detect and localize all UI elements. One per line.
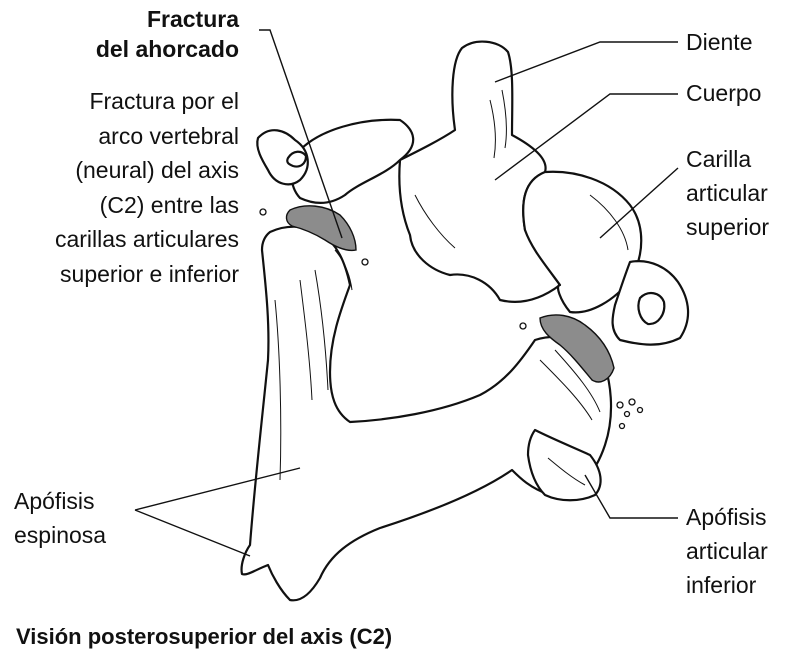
fragment-dot xyxy=(520,323,526,329)
label-inferior-process-line: inferior xyxy=(686,568,768,602)
fragment-dot xyxy=(629,399,635,405)
fracture-description-line: arco vertebral xyxy=(55,119,239,154)
fracture-description-line: Fractura por el xyxy=(55,84,239,119)
fracture-title-line: Fractura xyxy=(96,4,239,34)
label-inferior-process-line: articular xyxy=(686,534,768,568)
label-inferior-process-line: Apófisis xyxy=(686,500,768,534)
fracture-description-line: superior e inferior xyxy=(55,257,239,292)
fracture-description-line: carillas articulares xyxy=(55,222,239,257)
fragment-dot xyxy=(620,424,625,429)
left-articular-region xyxy=(292,120,413,203)
label-superior-facet-line: superior xyxy=(686,210,769,244)
label-spinous-line: Apófisis xyxy=(14,484,106,518)
right-foramen xyxy=(638,293,664,324)
fracture-title-line: del ahorcado xyxy=(96,34,239,64)
label-superior-facet-line: Carilla xyxy=(686,142,769,176)
label-spinous-process: Apófisis espinosa xyxy=(14,484,106,552)
fracture-description-line: (C2) entre las xyxy=(55,188,239,223)
label-body: Cuerpo xyxy=(686,78,761,108)
fragment-dot xyxy=(625,412,630,417)
leader-spinous-2 xyxy=(135,510,250,556)
label-spinous-line: espinosa xyxy=(14,518,106,552)
label-superior-facet-line: articular xyxy=(686,176,769,210)
label-dens: Diente xyxy=(686,27,752,57)
label-superior-facet: Carilla articular superior xyxy=(686,142,769,244)
fragment-dot xyxy=(638,408,643,413)
label-inferior-process: Apófisis articular inferior xyxy=(686,500,768,602)
fragment-dot xyxy=(260,209,266,215)
figure-caption: Visión posterosuperior del axis (C2) xyxy=(16,622,392,652)
leader-dens xyxy=(495,42,678,82)
fragment-dot xyxy=(362,259,368,265)
left-foramen xyxy=(287,152,306,167)
fracture-description-line: (neural) del axis xyxy=(55,153,239,188)
fracture-description: Fractura por el arco vertebral (neural) … xyxy=(55,84,239,291)
fragment-dot xyxy=(617,402,623,408)
fracture-title: Fractura del ahorcado xyxy=(96,4,239,64)
vertebral-body-outline xyxy=(399,42,560,302)
